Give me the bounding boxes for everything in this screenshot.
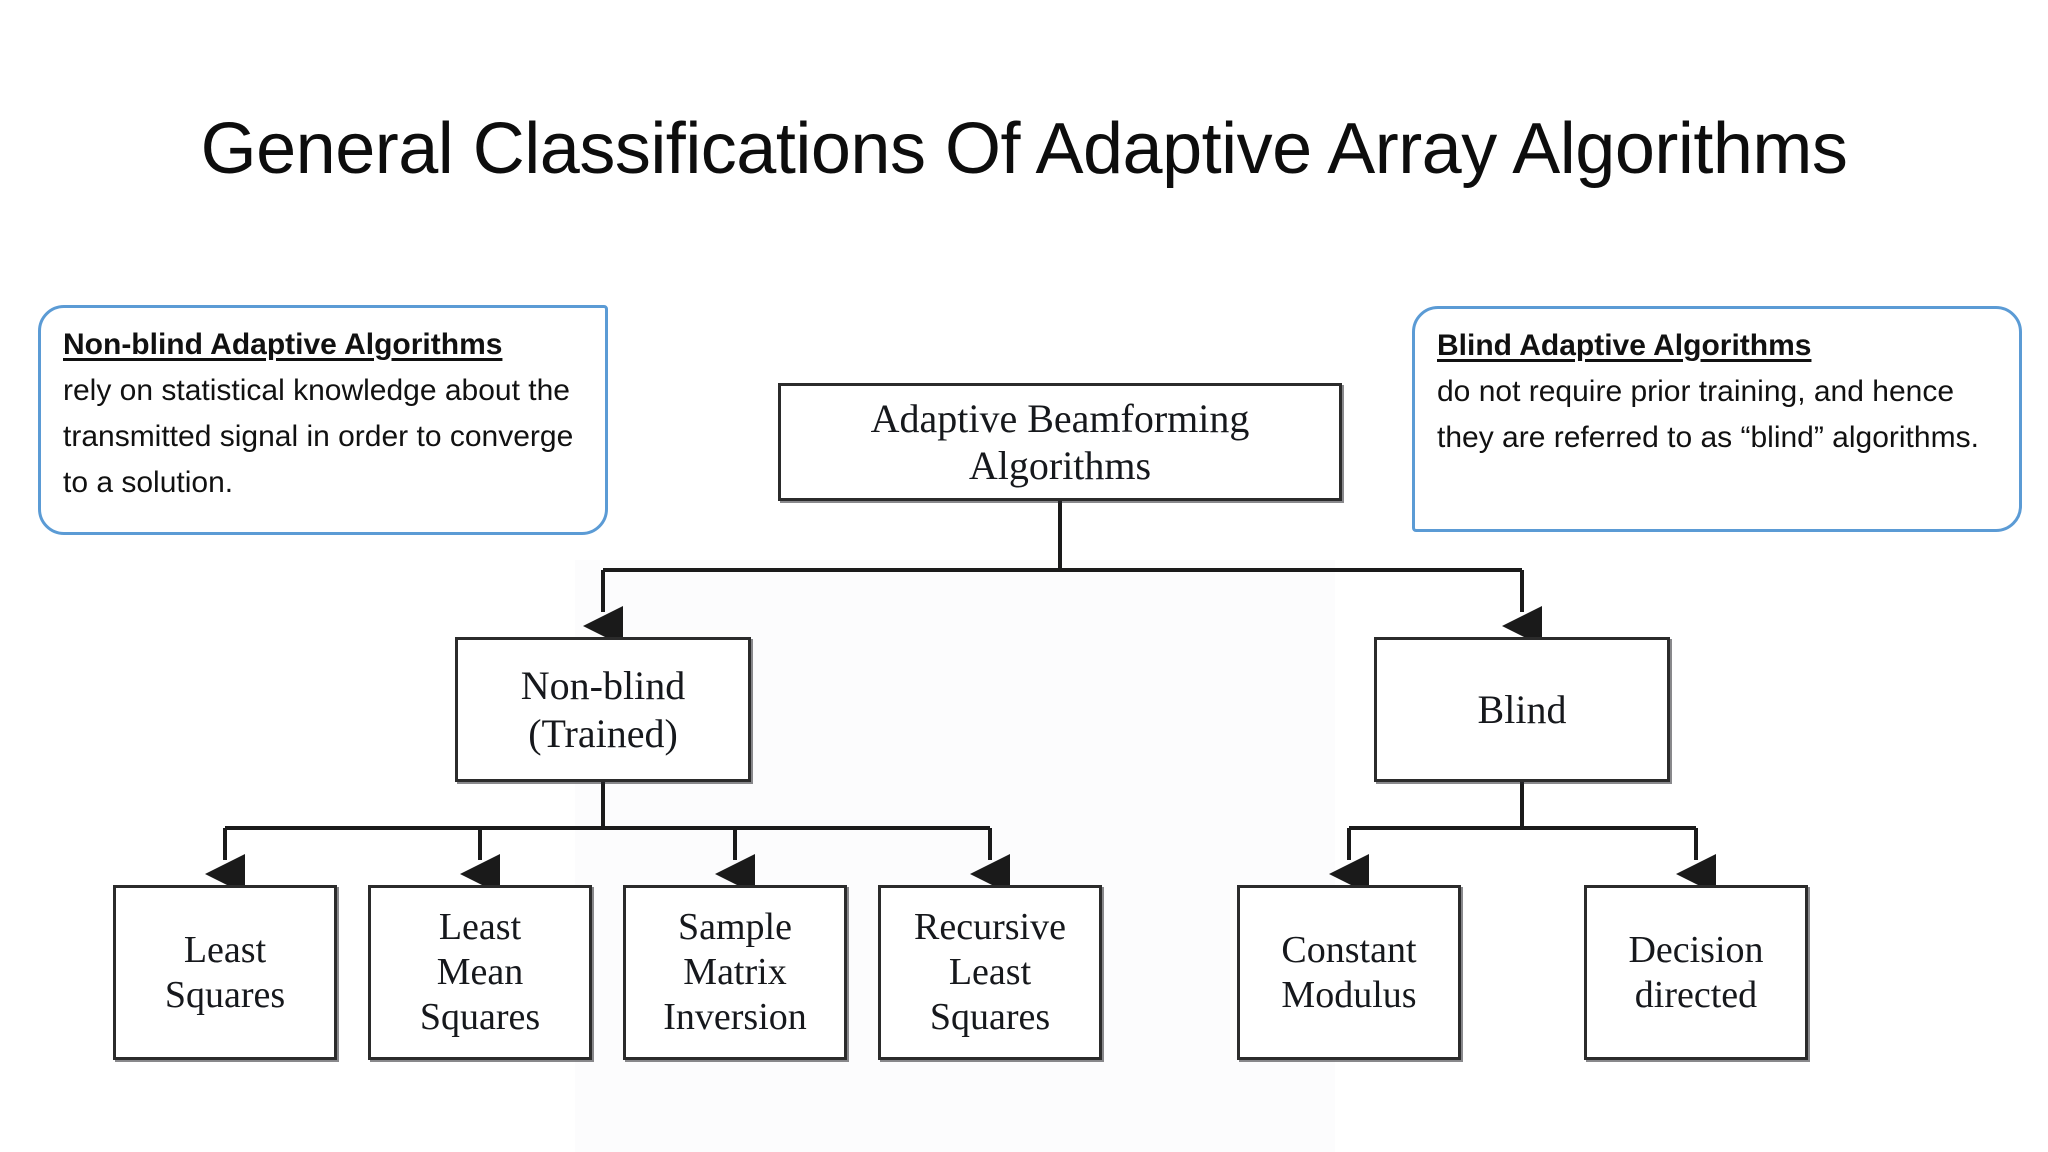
callout-non-blind-heading: Non-blind Adaptive Algorithms — [63, 328, 503, 361]
node-blind: Blind — [1374, 637, 1670, 782]
node-decision-directed: Decision directed — [1584, 885, 1808, 1060]
node-non-blind-trained: Non-blind (Trained) — [455, 637, 751, 782]
node-label: Recursive Least Squares — [914, 906, 1066, 1038]
node-label: Least Squares — [164, 928, 286, 1016]
node-label: Least Mean Squares — [419, 906, 541, 1038]
node-least-squares: Least Squares — [113, 885, 337, 1060]
node-label: Non-blind (Trained) — [520, 663, 686, 756]
page-title: General Classifications Of Adaptive Arra… — [200, 109, 1848, 189]
callout-non-blind-body: rely on statistical knowledge about the … — [63, 374, 574, 499]
node-least-mean-squares: Least Mean Squares — [368, 885, 592, 1060]
node-label: Blind — [1477, 686, 1567, 732]
callout-blind-heading: Blind Adaptive Algorithms — [1437, 329, 1812, 362]
node-recursive-least-squares: Recursive Least Squares — [878, 885, 1102, 1060]
node-adaptive-beamforming-algorithms: Adaptive Beamforming Algorithms — [778, 383, 1342, 501]
node-sample-matrix-inversion: Sample Matrix Inversion — [623, 885, 847, 1060]
callout-blind: Blind Adaptive Algorithms do not require… — [1412, 306, 2022, 532]
callout-non-blind: Non-blind Adaptive Algorithms rely on st… — [38, 305, 608, 535]
node-label: Sample Matrix Inversion — [663, 906, 807, 1038]
callout-blind-body: do not require prior training, and hence… — [1437, 375, 1979, 454]
node-label: Decision directed — [1628, 928, 1764, 1016]
node-constant-modulus: Constant Modulus — [1237, 885, 1461, 1060]
node-label: Adaptive Beamforming Algorithms — [870, 395, 1250, 488]
node-label: Constant Modulus — [1281, 928, 1417, 1016]
